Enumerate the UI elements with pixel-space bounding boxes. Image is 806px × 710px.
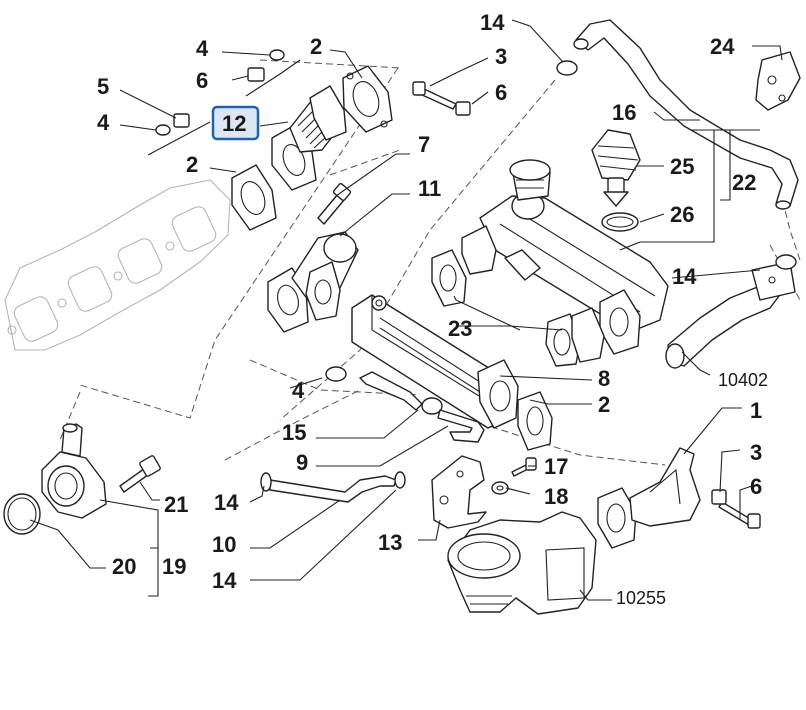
callout-10255[interactable]: 10255	[616, 588, 666, 608]
bolt-3-nut-6-upper[interactable]	[412, 81, 471, 116]
bracket-24[interactable]	[755, 51, 801, 111]
callout-14[interactable]: 14	[672, 264, 697, 289]
callout-3[interactable]: 3	[750, 440, 762, 465]
hose-9[interactable]	[437, 409, 485, 443]
screw-17[interactable]	[511, 457, 537, 477]
pipe-1[interactable]	[597, 447, 701, 549]
callout-9[interactable]: 9	[296, 450, 308, 475]
flex-pipe-12[interactable]	[271, 85, 347, 191]
callout-6[interactable]: 6	[196, 68, 208, 93]
callout-6[interactable]: 6	[750, 474, 762, 499]
callout-24[interactable]: 24	[710, 34, 735, 59]
callout-labels: 4 2 6 5 4 12 2 14 3 6 24 16 7 11 25 22 2…	[97, 10, 768, 608]
callout-8[interactable]: 8	[598, 366, 610, 391]
bolt-21[interactable]	[119, 455, 161, 493]
callout-12[interactable]: 12	[222, 111, 246, 136]
gasket-2-lower[interactable]	[231, 164, 277, 231]
callout-4[interactable]: 4	[292, 378, 305, 403]
pipe-10402[interactable]	[665, 261, 796, 369]
water-outlet-19[interactable]	[41, 423, 107, 519]
callout-19[interactable]: 19	[162, 554, 186, 579]
callout-7[interactable]: 7	[418, 132, 430, 157]
egr-valve-assembly-22[interactable]	[461, 159, 669, 355]
callout-10[interactable]: 10	[212, 532, 236, 557]
washer-18[interactable]	[491, 481, 509, 495]
clamp-14-right[interactable]	[775, 254, 797, 270]
bracket-13[interactable]	[431, 455, 487, 529]
gasket-2-upper[interactable]	[342, 65, 393, 133]
callout-23[interactable]: 23	[448, 316, 472, 341]
o-ring-20[interactable]	[3, 493, 41, 535]
gaskets-23[interactable]	[431, 249, 605, 367]
gasket-2-cooler[interactable]	[517, 391, 553, 451]
callout-4[interactable]: 4	[196, 36, 209, 61]
flange-adapter-11[interactable]	[267, 231, 359, 333]
leader-lines	[29, 19, 783, 601]
callout-3[interactable]: 3	[495, 44, 507, 69]
callout-1[interactable]: 1	[750, 398, 762, 423]
hose-15[interactable]	[325, 366, 443, 415]
callout-14[interactable]: 14	[212, 568, 237, 593]
hose-16[interactable]	[573, 19, 799, 210]
hose-10[interactable]	[260, 471, 406, 503]
egr-valve-25[interactable]	[591, 129, 641, 207]
nut-parts-top-left[interactable]	[155, 49, 285, 136]
egr-cooler-8[interactable]	[351, 294, 519, 429]
callout-16[interactable]: 16	[612, 100, 636, 125]
callout-18[interactable]: 18	[544, 484, 568, 509]
clamp-26[interactable]	[601, 212, 639, 232]
callout-21[interactable]: 21	[164, 492, 188, 517]
callout-20[interactable]: 20	[112, 554, 136, 579]
callout-2[interactable]: 2	[186, 152, 198, 177]
callout-11[interactable]: 11	[418, 176, 441, 201]
bolt-3-nut-6-lower[interactable]	[711, 489, 761, 529]
callout-26[interactable]: 26	[670, 202, 694, 227]
callout-4[interactable]: 4	[97, 110, 110, 135]
callout-6[interactable]: 6	[495, 80, 507, 105]
callout-2[interactable]: 2	[310, 34, 322, 59]
callout-17[interactable]: 17	[544, 454, 568, 479]
highlight-box-12	[211, 105, 260, 141]
callout-13[interactable]: 13	[378, 530, 402, 555]
callout-14[interactable]: 14	[480, 10, 505, 35]
callout-10402[interactable]: 10402	[718, 370, 768, 390]
callout-5[interactable]: 5	[97, 74, 109, 99]
callout-22[interactable]: 22	[732, 170, 756, 195]
callout-25[interactable]: 25	[670, 154, 694, 179]
clamp-14-upper[interactable]	[556, 60, 578, 76]
callout-15[interactable]: 15	[282, 420, 306, 445]
callout-14[interactable]: 14	[214, 490, 239, 515]
callout-2[interactable]: 2	[598, 392, 610, 417]
exhaust-manifold-outline	[4, 179, 231, 351]
housing-10255[interactable]	[447, 511, 597, 615]
